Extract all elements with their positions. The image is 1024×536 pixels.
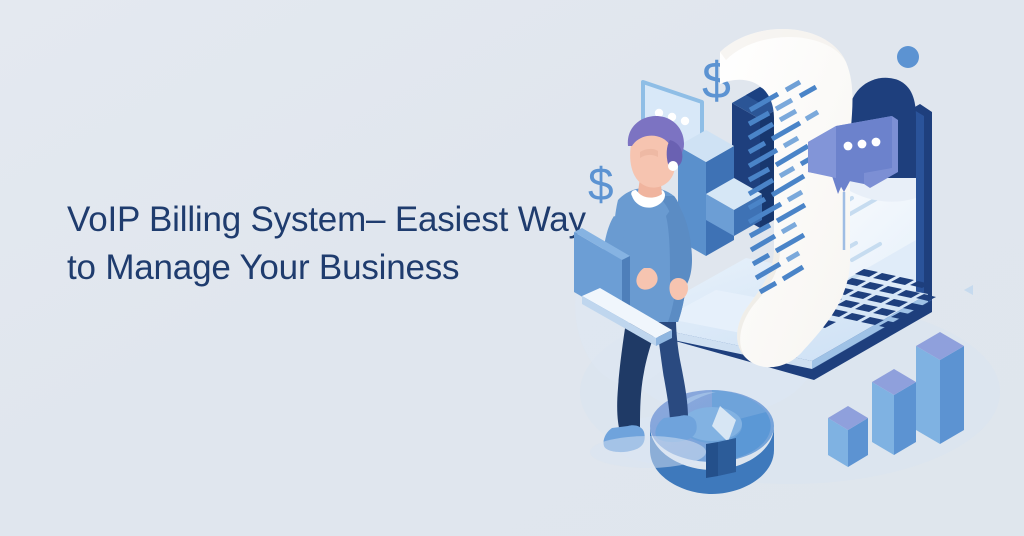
bar-chart-bar-2 — [872, 369, 916, 455]
bar-chart — [828, 332, 964, 467]
person-laptop — [574, 228, 672, 346]
page-title: VoIP Billing System– Easiest Way to Mana… — [67, 200, 586, 287]
chat-bubble-right-dots — [843, 137, 881, 151]
person-shadow — [590, 436, 706, 468]
person-with-laptop — [574, 116, 697, 453]
illustration-svg: $ $ — [574, 29, 1000, 494]
bar-chart-bar-3 — [916, 332, 964, 444]
svg-text:$: $ — [588, 158, 614, 210]
bar-chart-bar-1 — [828, 406, 868, 467]
blue-dot-accent — [897, 46, 919, 68]
chat-bubble-right — [808, 116, 898, 250]
dollar-sign-left: $ — [588, 158, 614, 210]
hero-illustration: $ $ — [560, 0, 1024, 536]
chat-bubble-left-dots — [654, 108, 690, 126]
